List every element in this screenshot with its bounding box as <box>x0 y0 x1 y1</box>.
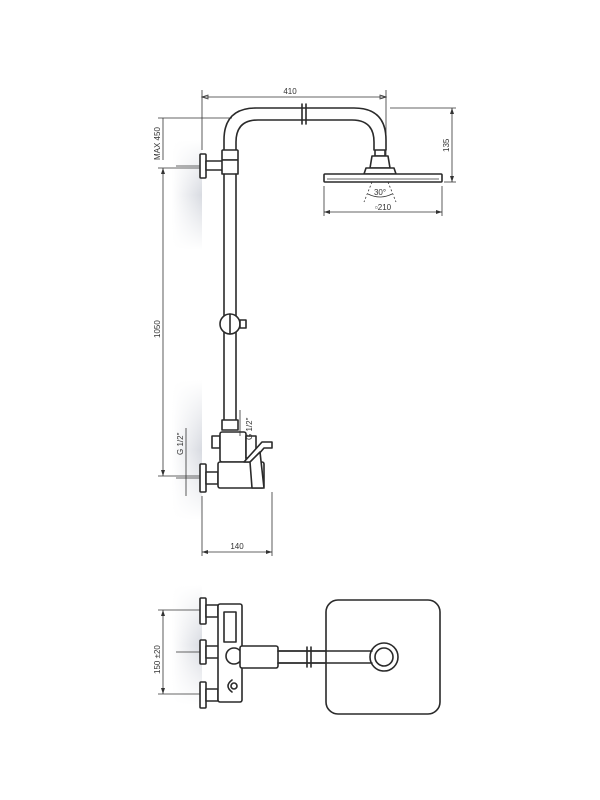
wall-shadow-group <box>172 140 202 705</box>
top-wall-bracket <box>176 149 239 179</box>
dimension-135-label: 135 <box>442 138 451 152</box>
angle-30-label: 30° <box>374 188 386 197</box>
dimension-max-450-label: MAX 450 <box>153 127 162 160</box>
slider <box>219 313 247 335</box>
head-connector <box>363 149 397 175</box>
dimension-150-label: 150 ±20 <box>153 645 162 674</box>
thread-right-label: G 1/2" <box>245 417 254 440</box>
dimension-140: 140 <box>201 492 273 556</box>
eccentric-upper <box>199 597 219 625</box>
dimension-max-450: MAX 450 <box>153 117 232 160</box>
top-view: 150 ±20 <box>153 597 441 715</box>
mixer <box>176 441 273 496</box>
shower-head-top <box>277 599 441 715</box>
dimension-1050: 1050 <box>153 167 200 477</box>
dimension-210: ▫210 <box>323 186 443 216</box>
dimension-1050-label: 1050 <box>153 320 162 338</box>
eccentric-lower <box>199 681 219 709</box>
thread-left: G 1/2" <box>176 428 187 470</box>
dimension-150: 150 ±20 <box>153 609 200 695</box>
diverter <box>211 410 257 463</box>
dimension-135: 135 <box>390 107 456 183</box>
spray-angle: 30° <box>363 181 397 203</box>
shower-head-side <box>323 173 443 183</box>
thread-left-label: G 1/2" <box>176 432 185 455</box>
dimension-410-label: 410 <box>283 87 297 96</box>
front-view: 410 MAX 450 <box>153 87 456 556</box>
bracket-middle <box>199 639 221 665</box>
dimension-140-label: 140 <box>230 542 244 551</box>
shower-arm <box>223 103 387 151</box>
riser-pipe <box>223 173 237 421</box>
dimension-210-label: ▫210 <box>375 203 392 212</box>
